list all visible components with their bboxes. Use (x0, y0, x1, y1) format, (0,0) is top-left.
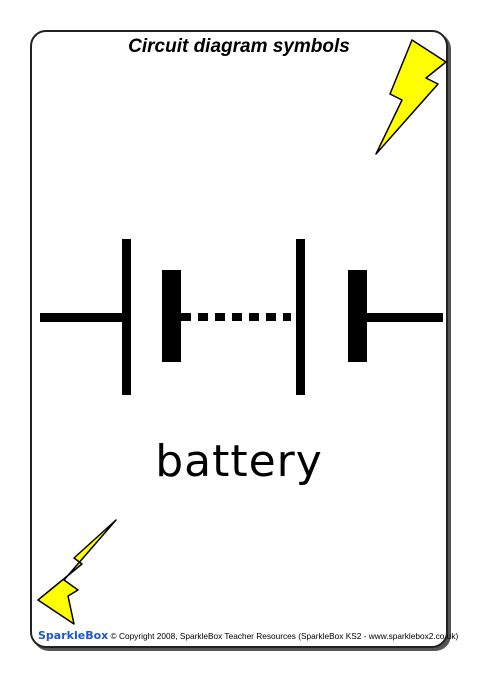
dash (215, 313, 225, 321)
wire-left (40, 313, 122, 322)
lightning-bolt-icon (37, 519, 117, 625)
battery-symbol (40, 239, 443, 395)
symbol-card: Circuit diagram symbols battery SparkleB… (30, 30, 458, 648)
dash (232, 313, 242, 321)
sparklebox-logo: SparkleBox (38, 629, 109, 642)
cell-short-plate-1 (162, 270, 181, 362)
footer: SparkleBox © Copyright 2008, SparkleBox … (38, 629, 458, 642)
dash (266, 313, 276, 321)
wire-right (367, 313, 443, 322)
component-label: battery (155, 436, 323, 487)
dash (198, 313, 208, 321)
dash (181, 313, 191, 321)
copyright-text: © Copyright 2008, SparkleBox Teacher Res… (110, 631, 459, 641)
lightning-bolt-icon (375, 39, 447, 155)
cell-short-plate-2 (348, 270, 367, 362)
dash (283, 313, 291, 321)
cell-long-plate-1 (122, 239, 131, 395)
card-title: Circuit diagram symbols (128, 36, 350, 57)
cell-long-plate-2 (296, 239, 305, 395)
dash (249, 313, 259, 321)
